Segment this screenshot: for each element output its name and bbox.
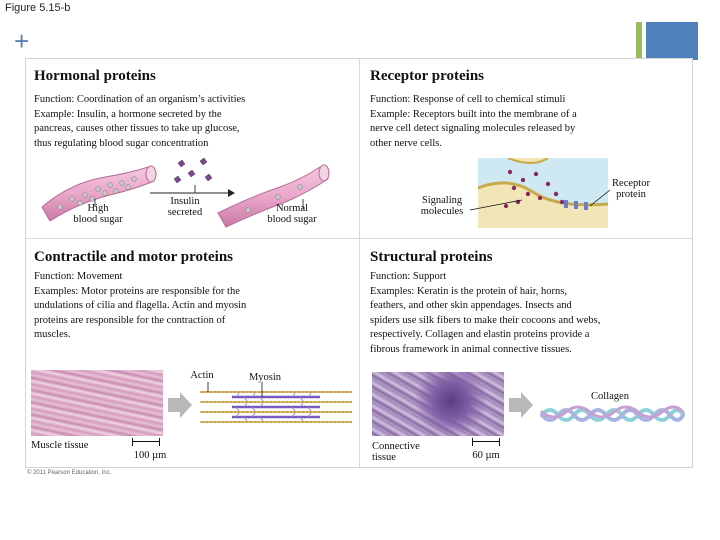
hormonal-example-line-1: Example: Insulin, a hormone secreted by … [34,108,222,120]
panel-horizontal-divider-left [25,238,359,239]
structural-function: Function: Support [370,271,447,282]
contractile-line-4: muscles. [34,329,71,341]
structural-line-1: Examples: Keratin is the protein of hair… [370,285,567,297]
receptor-example-line-3: other nerve cells. [370,137,443,149]
collagen-helix-illustration [540,405,685,422]
label-scale-60: 60 µm [472,450,500,461]
gray-arrow-icon [168,392,192,418]
decor-blue-square [646,22,698,60]
contractile-line-3: proteins are responsible for the contrac… [34,314,226,326]
structural-line-5: fibrous framework in animal connective t… [370,343,572,355]
structural-description: Function: Support Examples: Keratin is t… [370,270,690,358]
receptor-example-line-2: nerve cell detect signaling molecules re… [370,123,576,135]
contractile-line-2: undulations of cilia and flagella. Actin… [34,300,247,312]
contractile-title: Contractile and motor proteins [34,249,234,265]
figure-label: Figure 5.15-b [5,2,71,14]
contractile-function: Function: Movement [34,271,123,282]
structural-title: Structural proteins [370,249,493,265]
gray-arrow-icon-2 [509,392,533,418]
muscle-tissue-image [31,370,163,436]
receptor-function: Function: Response of cell to chemical s… [370,94,566,105]
label-scale-100: 100 µm [133,450,167,461]
structural-line-4: respectively. Collagen and elastin prote… [370,329,590,341]
arrow-right-icon [150,189,235,197]
receptor-pointer-lines [469,189,611,211]
structural-line-2: feathers, and other skin appendages. Ins… [370,300,572,312]
scale-bar-60 [472,438,500,446]
panel-horizontal-divider-right [360,238,693,239]
myosin-filaments-icon [232,395,320,419]
hormonal-title: Hormonal proteins [34,68,156,84]
structural-line-3: spiders use silk fibers to make their co… [370,314,601,326]
receptor-title: Receptor proteins [370,68,485,84]
hormonal-description: Function: Coordination of an organism’s … [34,93,354,151]
copyright-text: © 2011 Pearson Education, Inc. [27,470,112,476]
insulin-molecules-icon [173,157,213,184]
label-actin: Actin [190,370,214,381]
decor-green-bar [636,22,642,60]
hormonal-function: Function: Coordination of an organism’s … [34,94,246,105]
receptor-protein-icon [564,200,588,210]
contractile-description: Function: Movement Examples: Motor prote… [34,270,354,343]
contractile-line-1: Examples: Motor proteins are responsible… [34,285,240,297]
hormonal-example-line-3: thus regulating blood sugar concentratio… [34,137,209,149]
label-muscle-tissue: Muscle tissue [31,440,89,451]
connective-tissue-image [372,372,504,436]
plus-icon: + [14,26,30,56]
panel-vertical-divider [359,58,360,468]
collagen-icon [540,405,685,422]
receptor-description: Function: Response of cell to chemical s… [370,93,690,151]
actin-myosin-illustration [200,382,352,423]
receptor-example-line-1: Example: Receptors built into the membra… [370,108,577,120]
hormonal-example-line-2: pancreas, causes other tissues to take u… [34,123,240,135]
high-blood-sugar-vessel-icon [41,165,157,222]
hormonal-illustration [41,157,330,228]
receptor-illustration [478,158,608,228]
label-collagen: Collagen [591,391,629,402]
label-myosin: Myosin [248,372,282,383]
scale-bar-100 [132,438,160,446]
normal-blood-sugar-vessel-icon [217,164,330,228]
